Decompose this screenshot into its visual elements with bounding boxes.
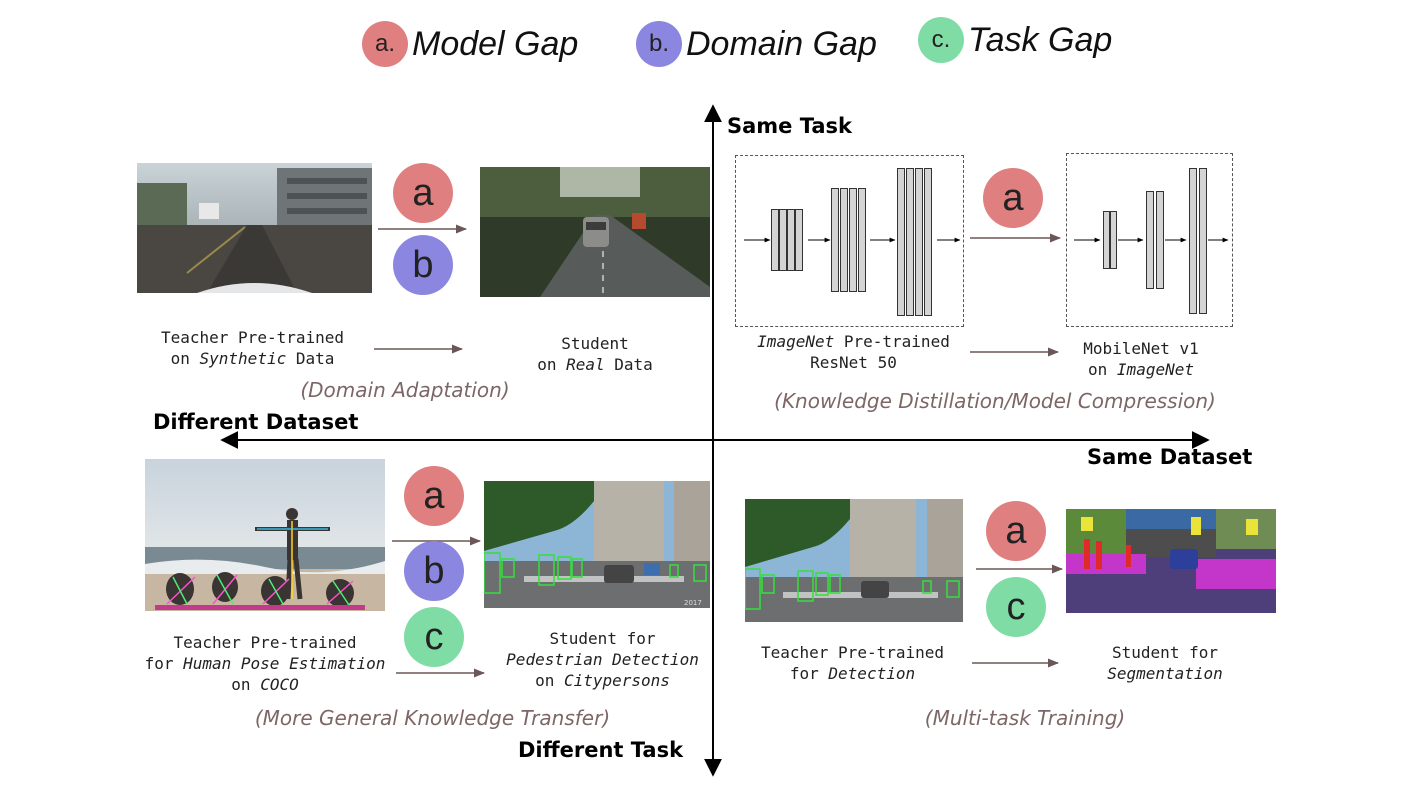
- network-layer: [1156, 191, 1164, 289]
- q2-category-label: (Knowledge Distillation/Model Compressio…: [774, 389, 1216, 413]
- q4-teacher-text: Teacher Pre-trained for Detection: [760, 643, 945, 683]
- gap-a-circle: a: [986, 501, 1046, 561]
- network-layer: [1110, 211, 1117, 269]
- network-layer: [1146, 191, 1154, 289]
- network-layer: [906, 168, 914, 316]
- pedestrian-detection-photo: 2017: [484, 481, 710, 608]
- q3-student-text: Student for Pedestrian Detection on City…: [506, 629, 699, 690]
- axis-label-same-dataset: Same Dataset: [1087, 445, 1253, 469]
- human-pose-photo: [145, 459, 385, 611]
- q3-teacher-text: Teacher Pre-trained for Human Pose Estim…: [144, 633, 386, 694]
- legend-circle-a: a.: [362, 21, 408, 67]
- q1-student-text: Student on Real Data: [537, 334, 653, 374]
- network-layer: [787, 209, 795, 271]
- mobilenet-student-network: [1066, 153, 1233, 327]
- q2-student-text: MobileNet v1 on ImageNet: [1083, 339, 1199, 379]
- network-layer: [831, 188, 839, 292]
- legend-task-gap: c. Task Gap: [918, 17, 1113, 63]
- network-layer: [840, 188, 848, 292]
- legend-circle-b: b.: [636, 21, 682, 67]
- resnet50-teacher-network: [735, 155, 964, 327]
- network-layer: [1199, 168, 1207, 314]
- gap-b-circle: b: [393, 235, 453, 295]
- q2-teacher-text: ImageNet Pre-trained ResNet 50: [757, 332, 950, 372]
- synthetic-driving-photo: [137, 163, 372, 293]
- axis-label-same-task: Same Task: [727, 114, 852, 138]
- gap-a-circle: a: [983, 168, 1043, 228]
- detection-photo: [745, 499, 963, 622]
- axis-label-different-task: Different Task: [518, 738, 684, 762]
- segmentation-photo: [1066, 509, 1276, 613]
- gap-c-circle: c: [986, 577, 1046, 637]
- network-layer: [924, 168, 932, 316]
- network-layer: [858, 188, 866, 292]
- q4-category-label: (Multi-task Training): [924, 706, 1126, 730]
- legend-label: Task Gap: [968, 20, 1113, 59]
- axis-label-different-dataset: Different Dataset: [153, 410, 359, 434]
- network-layer: [849, 188, 857, 292]
- q4-student-text: Student for Segmentation: [1107, 643, 1223, 683]
- network-layer: [1103, 211, 1110, 269]
- legend-model-gap: a. Model Gap: [362, 21, 579, 67]
- q1-category-label: (Domain Adaptation): [300, 378, 510, 402]
- gap-c-circle: c: [404, 607, 464, 667]
- legend-label: Domain Gap: [686, 24, 877, 63]
- svg-text:2017: 2017: [684, 599, 702, 607]
- q3-category-label: (More General Knowledge Transfer): [254, 706, 611, 730]
- network-layer: [771, 209, 779, 271]
- gap-a-circle: a: [393, 163, 453, 223]
- legend-label: Model Gap: [412, 24, 579, 63]
- gap-b-circle: b: [404, 541, 464, 601]
- network-layer: [897, 168, 905, 316]
- legend-circle-c: c.: [918, 17, 964, 63]
- q1-teacher-text: Teacher Pre-trained on Synthetic Data: [160, 328, 345, 368]
- real-driving-photo: [480, 167, 710, 297]
- network-layer: [915, 168, 923, 316]
- network-layer: [779, 209, 787, 271]
- network-layer: [1189, 168, 1197, 314]
- legend-domain-gap: b. Domain Gap: [636, 21, 877, 67]
- network-layer: [795, 209, 803, 271]
- gap-a-circle: a: [404, 466, 464, 526]
